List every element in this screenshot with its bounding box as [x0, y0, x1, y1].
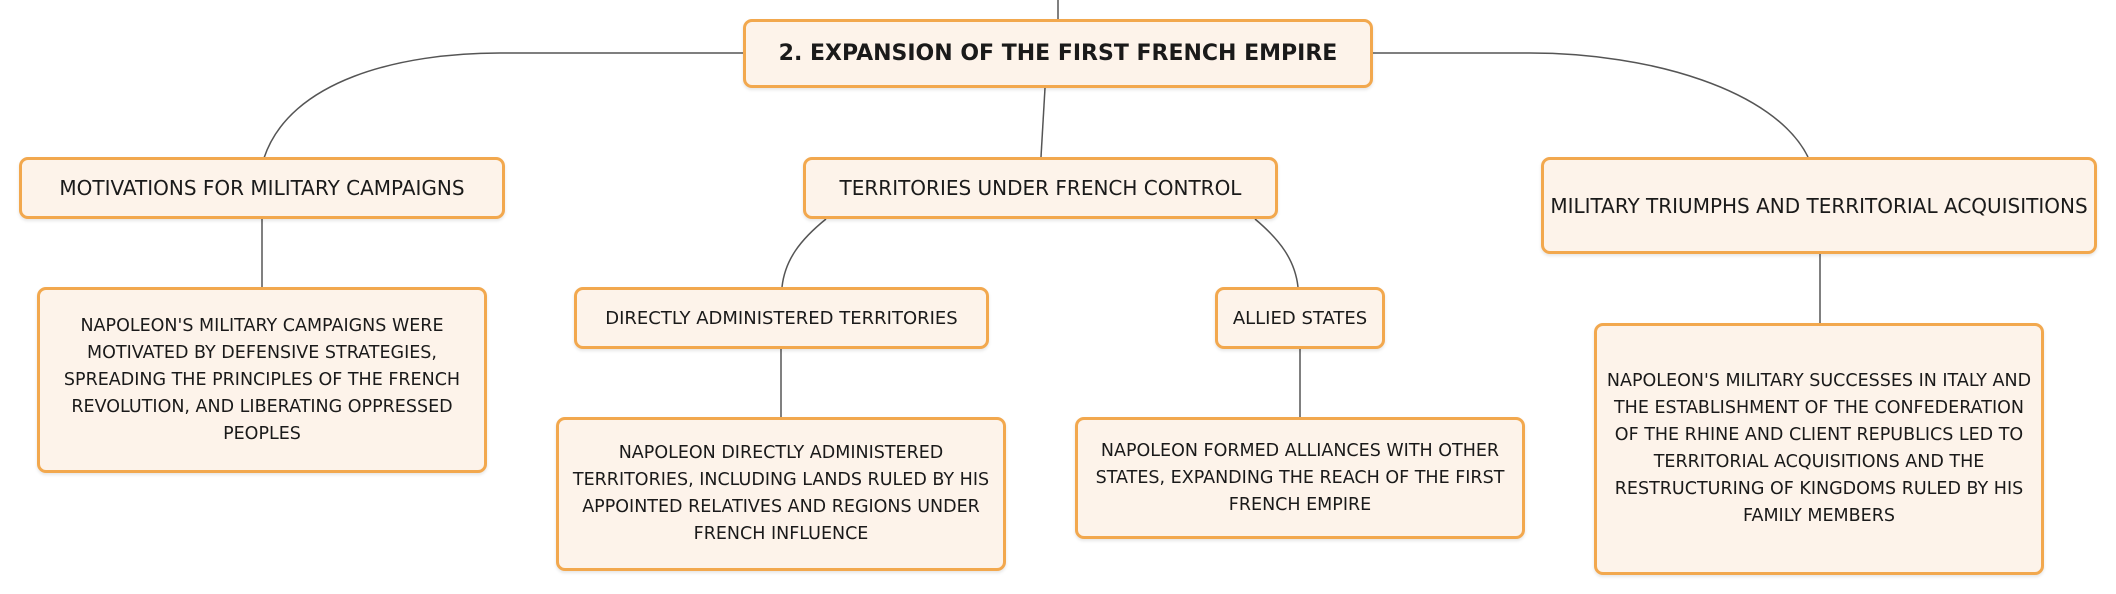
detail-direct-text: NAPOLEON DIRECTLY ADMINISTERED TERRITORI…	[572, 443, 990, 544]
connector-root-to-territories	[1040, 87, 1046, 158]
detail-direct-node[interactable]: NAPOLEON DIRECTLY ADMINISTERED TERRITORI…	[556, 417, 1006, 571]
topic-motivations-node[interactable]: MOTIVATIONS FOR MILITARY CAMPAIGNS	[19, 157, 505, 219]
root-topic-label: 2. EXPANSION OF THE FIRST FRENCH EMPIRE	[778, 41, 1338, 66]
root-topic-node[interactable]: 2. EXPANSION OF THE FIRST FRENCH EMPIRE	[743, 19, 1373, 88]
topic-triumphs-label: MILITARY TRIUMPHS AND TERRITORIAL ACQUIS…	[1550, 193, 2088, 218]
detail-motivations-node[interactable]: NAPOLEON'S MILITARY CAMPAIGNS WERE MOTIV…	[37, 287, 487, 473]
subtopic-direct-node[interactable]: DIRECTLY ADMINISTERED TERRITORIES	[574, 287, 989, 349]
topic-triumphs-node[interactable]: MILITARY TRIUMPHS AND TERRITORIAL ACQUIS…	[1541, 157, 2097, 254]
topic-territories-node[interactable]: TERRITORIES UNDER FRENCH CONTROL	[803, 157, 1278, 219]
detail-allied-text: NAPOLEON FORMED ALLIANCES WITH OTHER STA…	[1095, 440, 1505, 515]
subtopic-allied-label: ALLIED STATES	[1232, 307, 1368, 329]
subtopic-allied-node[interactable]: ALLIED STATES	[1215, 287, 1385, 349]
subtopic-direct-label: DIRECTLY ADMINISTERED TERRITORIES	[605, 307, 958, 329]
topic-motivations-label: MOTIVATIONS FOR MILITARY CAMPAIGNS	[59, 176, 465, 200]
topic-territories-label: TERRITORIES UNDER FRENCH CONTROL	[839, 176, 1242, 200]
detail-triumphs-text: NAPOLEON'S MILITARY SUCCESSES IN ITALY A…	[1606, 371, 2032, 526]
connector-root-to-triumphs	[1373, 52, 1809, 158]
connector-territories-to-direct	[781, 218, 827, 288]
connector-root-to-motivations	[263, 52, 743, 159]
connector-territories-to-allied	[1254, 218, 1299, 288]
detail-triumphs-node[interactable]: NAPOLEON'S MILITARY SUCCESSES IN ITALY A…	[1594, 323, 2044, 575]
detail-allied-node[interactable]: NAPOLEON FORMED ALLIANCES WITH OTHER STA…	[1075, 417, 1525, 539]
detail-motivations-text: NAPOLEON'S MILITARY CAMPAIGNS WERE MOTIV…	[63, 315, 461, 444]
